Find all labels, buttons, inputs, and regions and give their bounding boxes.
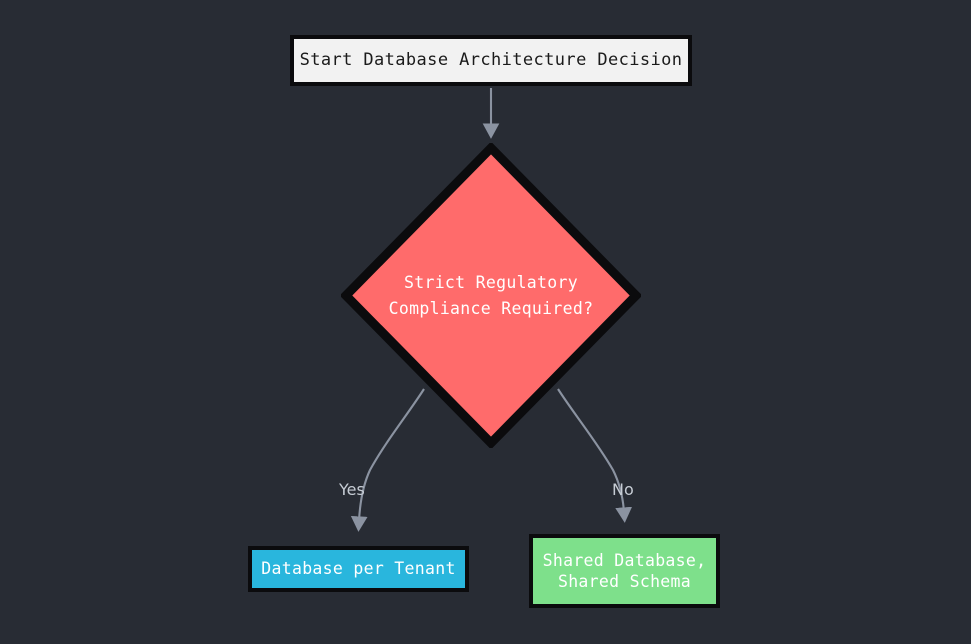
diamond-shape: [341, 143, 641, 448]
node-strict-regulatory-compliance-decision[interactable]: Strict Regulatory Compliance Required?: [341, 143, 641, 448]
node-start-database-architecture-decision[interactable]: Start Database Architecture Decision: [290, 35, 692, 86]
node-shared-database-shared-schema[interactable]: Shared Database, Shared Schema: [529, 534, 720, 608]
edge-decision-to-db-per-tenant: [350, 388, 425, 532]
node-database-per-tenant[interactable]: Database per Tenant: [248, 546, 469, 592]
edge-decision-to-shared-schema: [557, 388, 633, 523]
edge-label-yes: Yes: [339, 480, 365, 499]
edge-label-no: No: [612, 480, 634, 499]
